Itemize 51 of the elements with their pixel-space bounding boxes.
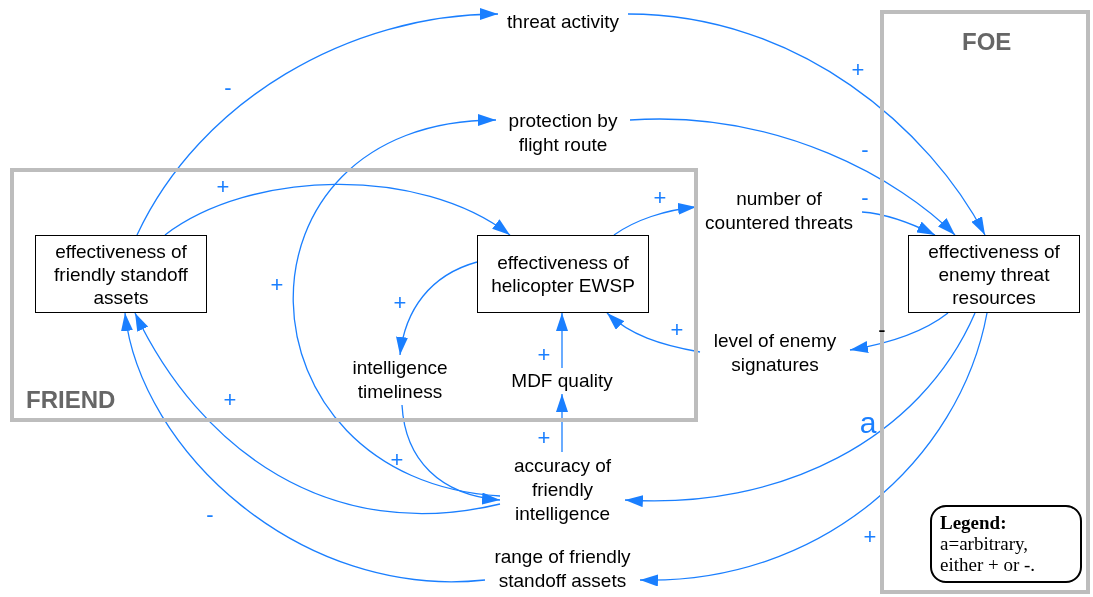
causal-arrow (627, 13, 986, 236)
polarity-sign: - (206, 504, 214, 526)
polarity-sign: - (878, 319, 886, 341)
polarity-sign: - (224, 77, 232, 99)
polarity-sign: + (216, 176, 230, 198)
variable-box: effectiveness of helicopter EWSP (477, 235, 649, 313)
causal-arrow (613, 203, 697, 236)
causal-arrow (629, 118, 956, 236)
region-frame (10, 168, 698, 422)
variable-label: protection by flight route (496, 108, 630, 158)
region-title: FRIEND (26, 386, 116, 414)
polarity-sign: a (859, 412, 877, 434)
polarity-sign: + (863, 526, 877, 548)
polarity-sign: - (861, 187, 869, 209)
causal-arrow (624, 312, 976, 507)
polarity-sign: + (223, 389, 237, 411)
polarity-sign: + (653, 187, 667, 209)
variable-label: range of friendly standoff assets (485, 545, 640, 593)
polarity-sign: + (393, 292, 407, 314)
variable-box: effectiveness of enemy threat resources (908, 235, 1080, 313)
legend-box (930, 505, 1082, 583)
causal-arrow (849, 312, 949, 353)
legend-title: Legend: (940, 512, 1008, 533)
polarity-sign: + (270, 274, 284, 296)
causal-arrow (639, 312, 988, 586)
polarity-sign: + (537, 427, 551, 449)
region-title: FOE (962, 28, 1012, 56)
variable-box: effectiveness of friendly standoff assets (35, 235, 207, 313)
causal-arrow (396, 261, 478, 356)
polarity-sign: + (390, 449, 404, 471)
variable-label: level of enemy signatures (700, 328, 850, 378)
polarity-sign: + (851, 59, 865, 81)
region-frame (880, 10, 1090, 594)
polarity-sign: - (861, 139, 869, 161)
polarity-sign: + (670, 319, 684, 341)
causal-arrow (136, 8, 499, 236)
causal-arrow (134, 312, 501, 515)
causal-arrow (164, 183, 511, 236)
legend-text: a=arbitrary, either + or -. (940, 533, 1037, 575)
causal-arrow (556, 312, 568, 369)
variable-label: number of countered threats (696, 186, 862, 236)
causal-arrow (556, 393, 568, 453)
variable-label: MDF quality (500, 368, 624, 394)
polarity-sign: + (537, 344, 551, 366)
variable-label: intelligence timeliness (342, 355, 458, 405)
causal-arrow (122, 312, 486, 583)
variable-label: accuracy of friendly intelligence (500, 452, 625, 528)
causal-arrow (292, 116, 501, 497)
variable-label: threat activity (498, 8, 628, 36)
causal-arrow (861, 211, 936, 236)
causal-arrow (606, 312, 701, 353)
